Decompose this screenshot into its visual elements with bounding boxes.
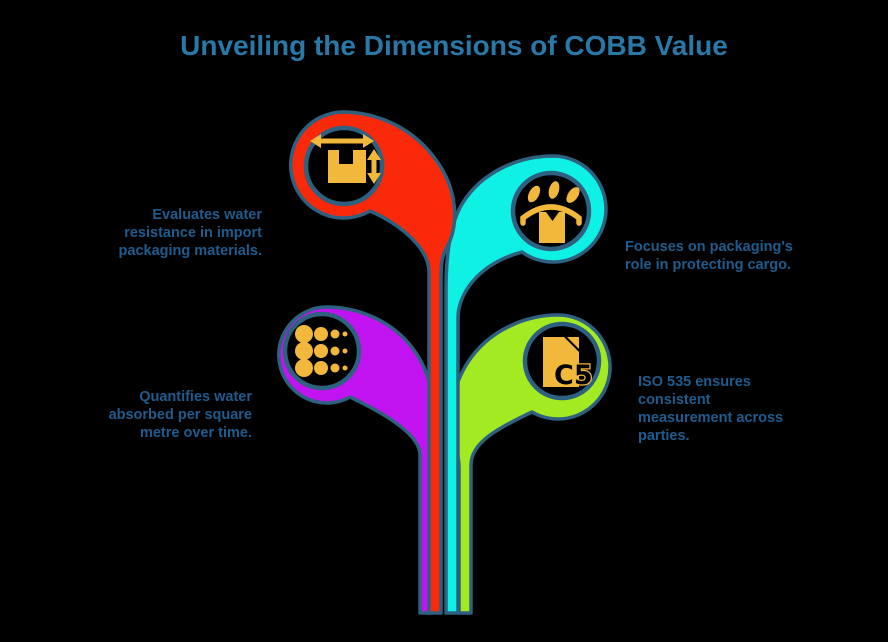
document-fold-corner — [567, 337, 579, 349]
package-dimensions-icon — [310, 134, 381, 184]
water-absorption-description: Quantifies water absorbed per square met… — [108, 389, 252, 441]
document-body — [543, 337, 579, 387]
c5-label: C5 — [554, 360, 593, 391]
umbrella-arc — [520, 204, 582, 226]
water-resistance-description: Evaluates water resistance in import pac… — [118, 207, 262, 259]
protected-box-notch — [546, 212, 559, 221]
height-arrow-bottom-head — [367, 173, 381, 184]
dot — [314, 327, 328, 341]
cargo-protection-description: Focuses on packaging's role in protectin… — [625, 239, 793, 273]
dot — [295, 342, 313, 360]
dot — [342, 331, 348, 337]
width-arrow-right-head — [363, 134, 374, 148]
rain-drop — [548, 181, 560, 199]
c5-document-icon: C5 — [543, 337, 594, 392]
dot — [314, 344, 328, 358]
package-box-notch — [339, 150, 353, 164]
dot — [330, 363, 340, 373]
page-title: Unveiling the Dimensions of COBB Value — [180, 30, 728, 61]
rain-drop — [566, 187, 580, 203]
height-arrow-top-head — [367, 149, 381, 160]
dot — [295, 359, 313, 377]
branch-shape-water-resistance — [288, 110, 457, 615]
rain-drop — [527, 185, 541, 203]
iso-standard-description: ISO 535 ensures consistent measurement a… — [638, 374, 784, 444]
width-arrow-left-head — [310, 134, 321, 148]
dot — [342, 348, 348, 354]
dot — [342, 365, 348, 371]
package-rain-protection-icon — [520, 181, 582, 243]
dot-matrix-icon — [295, 325, 348, 377]
dot — [314, 361, 328, 375]
dot — [295, 325, 313, 343]
dot — [330, 346, 340, 356]
dot — [330, 329, 340, 339]
